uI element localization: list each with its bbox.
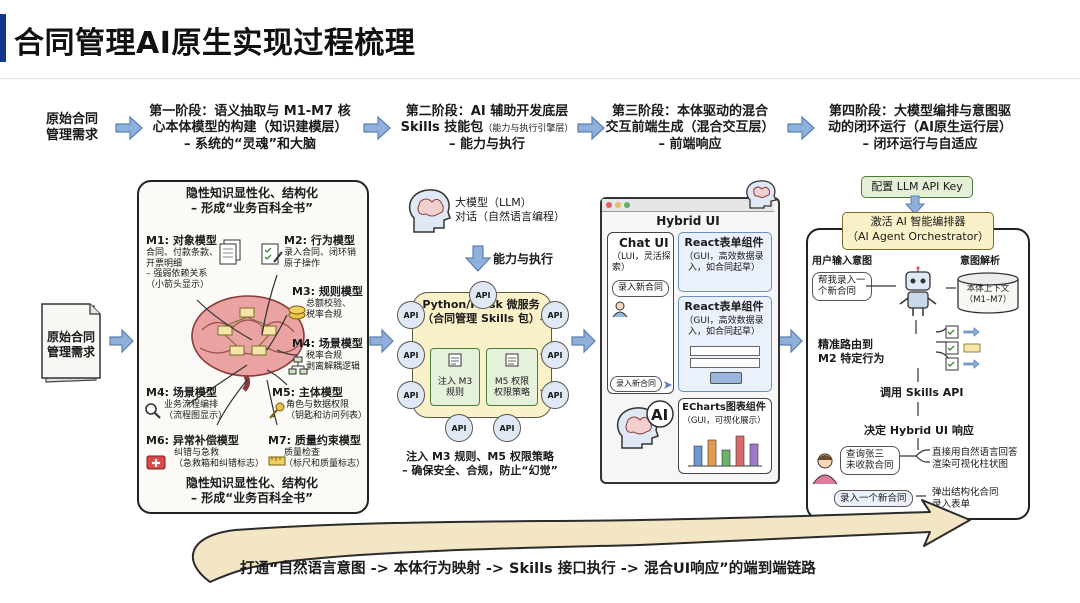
- end-to-end-chain-caption: 打通“自然语言意图 -> 本体行为映射 -> Skills 接口执行 -> 混合…: [240, 560, 816, 578]
